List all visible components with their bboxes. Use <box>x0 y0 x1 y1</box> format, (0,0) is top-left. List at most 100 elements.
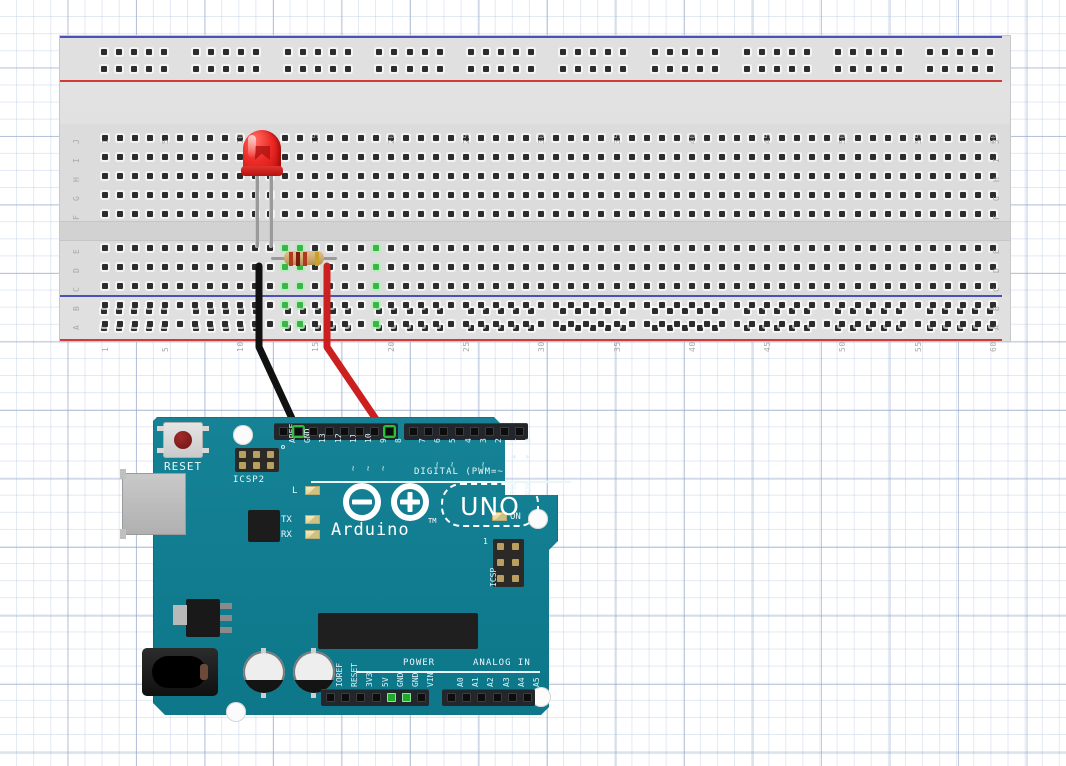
breadboard-hole[interactable] <box>478 321 484 327</box>
breadboard-hole[interactable] <box>628 264 635 270</box>
rail-hole[interactable] <box>101 66 107 72</box>
breadboard-hole[interactable] <box>191 192 198 198</box>
breadboard-hole[interactable] <box>944 154 951 160</box>
breadboard-hole[interactable] <box>673 135 680 141</box>
breadboard-hole[interactable] <box>974 264 981 270</box>
breadboard-hole[interactable] <box>598 192 605 198</box>
breadboard-hole[interactable] <box>297 173 304 179</box>
breadboard-hole[interactable] <box>884 211 891 217</box>
breadboard-hole[interactable] <box>794 173 801 179</box>
breadboard-hole[interactable] <box>342 154 349 160</box>
breadboard-hole[interactable] <box>764 321 771 327</box>
breadboard-hole[interactable] <box>914 264 921 270</box>
breadboard-hole[interactable] <box>944 321 951 327</box>
breadboard-hole[interactable] <box>884 192 891 198</box>
breadboard-hole[interactable] <box>809 264 816 270</box>
breadboard-hole[interactable] <box>628 154 635 160</box>
rail-hole[interactable] <box>344 308 351 314</box>
rail-hole[interactable] <box>696 308 703 314</box>
breadboard-hole[interactable] <box>176 283 183 289</box>
breadboard-hole[interactable] <box>478 264 484 270</box>
breadboard-hole[interactable] <box>673 283 680 289</box>
breadboard-hole[interactable] <box>191 302 198 308</box>
breadboard-hole[interactable] <box>779 283 786 289</box>
breadboard-hole[interactable] <box>447 192 454 198</box>
breadboard-hole[interactable] <box>478 135 484 141</box>
arduino-analog-pin-a1[interactable] <box>462 693 472 702</box>
breadboard-hole[interactable] <box>478 211 484 217</box>
breadboard-hole[interactable] <box>583 321 590 327</box>
breadboard-hole[interactable] <box>779 321 786 327</box>
breadboard-hole[interactable] <box>809 135 816 141</box>
rail-hole[interactable] <box>895 66 902 72</box>
breadboard-hole[interactable] <box>764 192 771 198</box>
breadboard-hole[interactable] <box>628 302 635 308</box>
breadboard-hole[interactable] <box>779 245 786 251</box>
breadboard-hole[interactable] <box>357 154 364 160</box>
breadboard-hole[interactable] <box>553 302 560 308</box>
breadboard-hole[interactable] <box>718 321 725 327</box>
breadboard-hole[interactable] <box>312 192 319 198</box>
breadboard-hole[interactable] <box>974 283 981 289</box>
arduino-pin-3[interactable] <box>469 427 479 436</box>
rail-hole[interactable] <box>681 66 688 72</box>
breadboard-hole[interactable] <box>824 192 831 198</box>
breadboard-hole[interactable] <box>462 264 469 270</box>
rail-hole[interactable] <box>513 325 520 331</box>
breadboard-hole-connected[interactable] <box>282 321 289 327</box>
breadboard-hole[interactable] <box>161 302 168 308</box>
rail-hole[interactable] <box>620 49 627 55</box>
breadboard-hole[interactable] <box>749 211 756 217</box>
breadboard-hole[interactable] <box>417 245 424 251</box>
breadboard-hole[interactable] <box>387 154 394 160</box>
rail-hole[interactable] <box>468 49 475 55</box>
rail-hole[interactable] <box>344 49 351 55</box>
breadboard-hole[interactable] <box>176 321 183 327</box>
breadboard-hole[interactable] <box>703 283 710 289</box>
rail-hole[interactable] <box>590 49 597 55</box>
breadboard-hole[interactable] <box>824 264 831 270</box>
breadboard-hole[interactable] <box>673 302 680 308</box>
breadboard-hole[interactable] <box>824 135 831 141</box>
breadboard-hole[interactable] <box>990 192 997 198</box>
rail-hole[interactable] <box>513 308 520 314</box>
breadboard-hole[interactable] <box>342 264 349 270</box>
breadboard-hole[interactable] <box>116 192 123 198</box>
breadboard-hole[interactable] <box>613 245 620 251</box>
breadboard-hole[interactable] <box>146 173 153 179</box>
rail-hole[interactable] <box>207 325 214 331</box>
breadboard-hole[interactable] <box>568 211 575 217</box>
breadboard-hole[interactable] <box>734 154 741 160</box>
rail-hole[interactable] <box>483 49 490 55</box>
breadboard-hole[interactable] <box>553 173 560 179</box>
breadboard-hole-connected[interactable] <box>297 283 304 289</box>
breadboard-hole[interactable] <box>462 154 469 160</box>
breadboard-hole[interactable] <box>553 283 560 289</box>
breadboard-hole[interactable] <box>206 283 213 289</box>
breadboard-hole[interactable] <box>869 264 876 270</box>
rail-hole[interactable] <box>605 325 612 331</box>
breadboard-hole[interactable] <box>538 192 545 198</box>
breadboard-hole[interactable] <box>206 321 213 327</box>
breadboard-hole[interactable] <box>809 245 816 251</box>
rail-hole[interactable] <box>253 66 260 72</box>
breadboard-hole[interactable] <box>116 283 123 289</box>
breadboard-hole[interactable] <box>734 211 741 217</box>
rail-hole[interactable] <box>237 66 244 72</box>
arduino-analog-pin-a3[interactable] <box>492 693 502 702</box>
breadboard-hole[interactable] <box>598 245 605 251</box>
breadboard-hole[interactable] <box>342 173 349 179</box>
breadboard-hole[interactable] <box>869 211 876 217</box>
arduino-pin-2[interactable] <box>485 427 494 436</box>
breadboard-hole[interactable] <box>252 321 259 327</box>
breadboard-hole[interactable] <box>387 302 394 308</box>
breadboard-hole[interactable] <box>237 192 244 198</box>
breadboard-hole[interactable] <box>146 264 153 270</box>
breadboard-hole[interactable] <box>237 264 244 270</box>
breadboard-hole[interactable] <box>974 321 981 327</box>
breadboard-hole-connected[interactable] <box>282 302 289 308</box>
breadboard-hole[interactable] <box>327 321 334 327</box>
rail-hole[interactable] <box>803 66 810 72</box>
breadboard-hole[interactable] <box>297 192 304 198</box>
rail-hole[interactable] <box>192 66 199 72</box>
